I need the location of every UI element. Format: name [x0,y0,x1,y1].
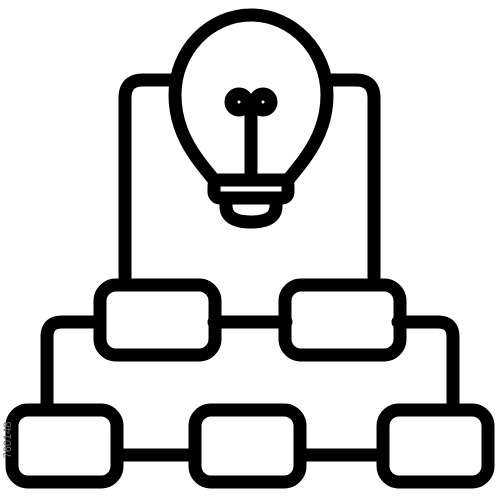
board-frame [118,73,381,284]
watermark-id: 760148 [2,384,14,494]
watermark-id-text: 760148 [2,421,14,459]
connector-lines [40,315,460,462]
node-box-top-left [93,278,222,362]
node-box-bottom-right [376,403,495,489]
node-box-bottom-center [188,403,307,489]
lightbulb-icon [168,8,334,229]
node-box-top-right [278,278,407,362]
node-box-bottom-left [5,403,124,489]
